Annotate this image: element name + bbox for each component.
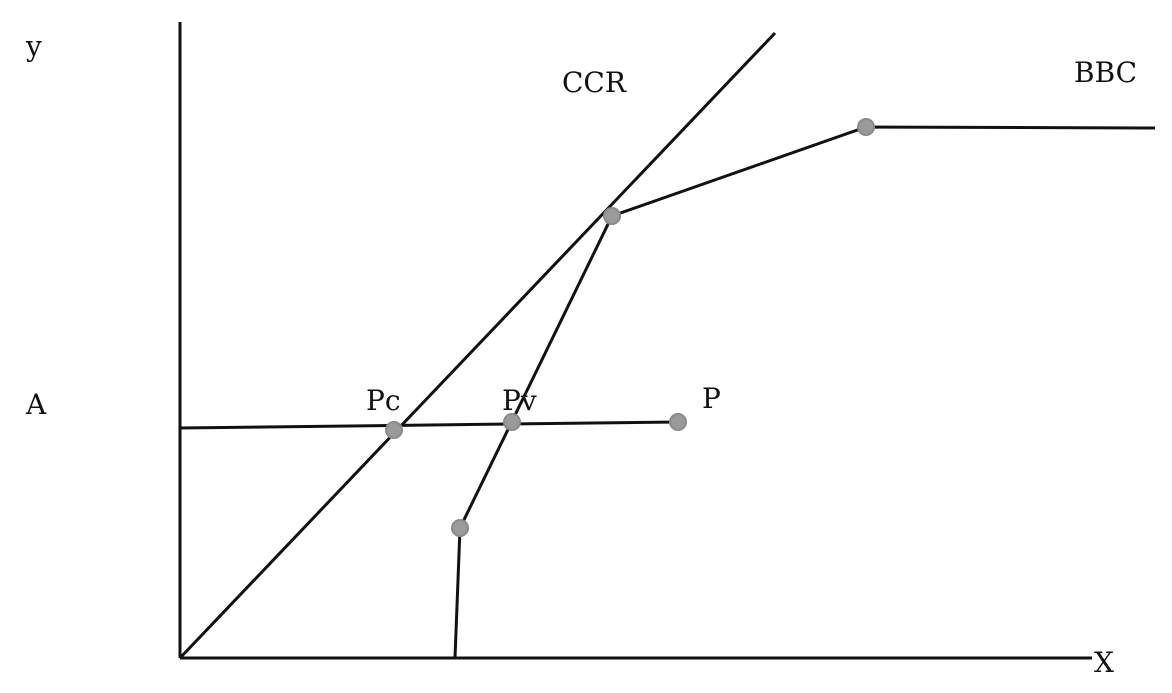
projection-line-a	[179, 420, 679, 430]
point-p	[669, 413, 687, 431]
point-bbc-2	[603, 207, 621, 225]
bbc-frontier-line	[453, 125, 1156, 659]
point-pv	[503, 413, 521, 431]
bbc-label: BBC	[1074, 56, 1137, 89]
ccr-frontier-line	[178, 31, 777, 660]
point-bbc-1	[451, 519, 469, 537]
point-bbc-3	[857, 118, 875, 136]
pc-label: Pc	[366, 384, 401, 417]
x-axis-label: X	[1094, 646, 1114, 679]
y-axis-label: y	[25, 30, 42, 63]
p-label: P	[702, 382, 721, 415]
frontier-points	[385, 118, 875, 537]
pv-label: Pv	[502, 384, 537, 417]
a-label: A	[25, 388, 47, 421]
ccr-label: CCR	[562, 66, 627, 99]
point-pc	[385, 421, 403, 439]
